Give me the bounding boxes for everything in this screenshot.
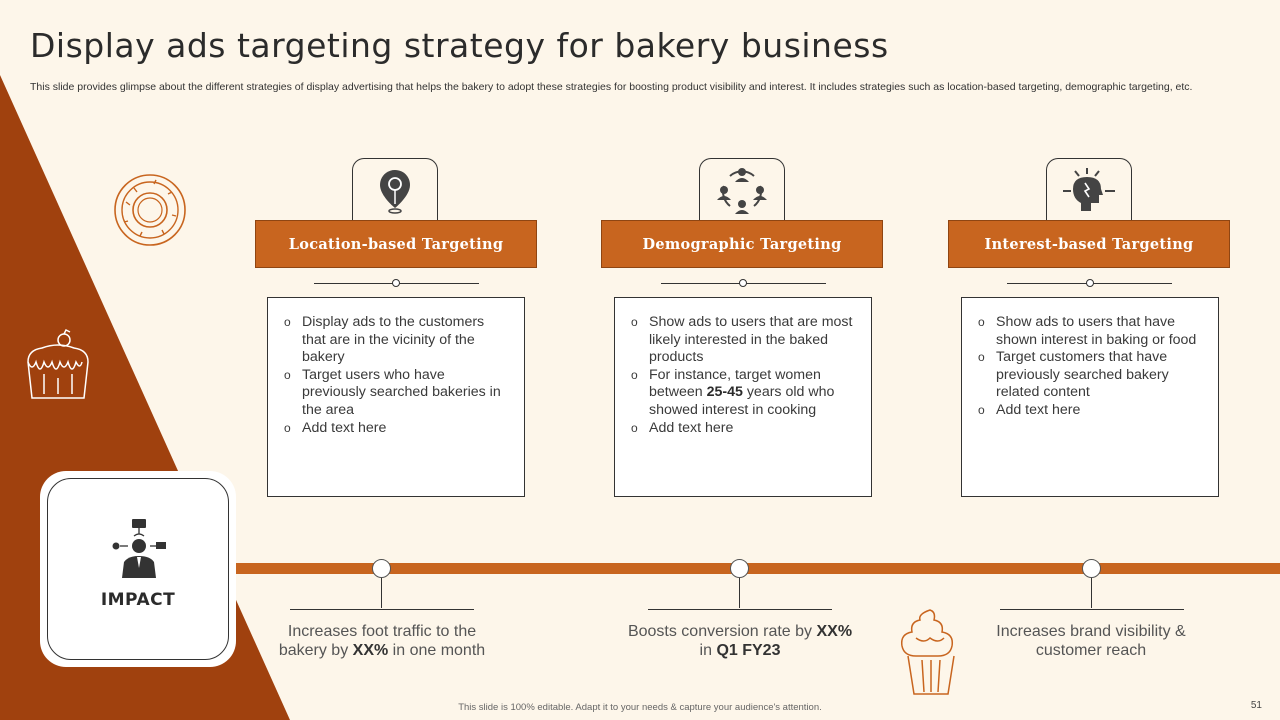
businessman-icon bbox=[112, 519, 166, 578]
strategy-title-demographic: Demographic Targeting bbox=[601, 220, 883, 268]
timeline-node bbox=[730, 559, 749, 578]
timeline-stem bbox=[1091, 578, 1092, 608]
strategy-box-demographic: Show ads to users that are most likely i… bbox=[614, 297, 872, 497]
strategy-box-location: Display ads to the customers that are in… bbox=[267, 297, 525, 497]
impact-metric: XX% bbox=[352, 642, 389, 659]
head-idea-icon bbox=[1063, 167, 1115, 211]
list-item: Add text here bbox=[976, 402, 1204, 420]
impact-text-conversion: Boosts conversion rate by XX% in Q1 FY23 bbox=[627, 623, 853, 659]
strategy-title-interest: Interest-based Targeting bbox=[948, 220, 1230, 268]
timeline-rule bbox=[1000, 609, 1184, 610]
timeline-node bbox=[372, 559, 391, 578]
strategy-box-interest: Show ads to users that have shown intere… bbox=[961, 297, 1219, 497]
page-subtitle: This slide provides glimpse about the di… bbox=[30, 81, 1193, 93]
card-icon-frame-location bbox=[352, 158, 438, 222]
card-icon-frame-interest bbox=[1046, 158, 1132, 222]
footer-note: This slide is 100% editable. Adapt it to… bbox=[458, 702, 822, 713]
impact-text-foot-traffic: Increases foot traffic to the bakery by … bbox=[278, 623, 486, 659]
list-item: Show ads to users that are most likely i… bbox=[629, 314, 857, 367]
connector-dot bbox=[1086, 279, 1094, 287]
impact-text-brand-visibility: Increases brand visibility & customer re… bbox=[996, 623, 1186, 659]
impact-metric: Q1 FY23 bbox=[716, 642, 781, 659]
impact-metric: XX% bbox=[816, 623, 853, 640]
list-item: Target users who have previously searche… bbox=[282, 367, 510, 420]
list-item: Display ads to the customers that are in… bbox=[282, 314, 510, 367]
donut-icon bbox=[114, 174, 186, 246]
connector-dot bbox=[739, 279, 747, 287]
emphasis-age-range: 25-45 bbox=[706, 384, 743, 401]
strategy-title-location: Location-based Targeting bbox=[255, 220, 537, 268]
timeline-stem bbox=[739, 578, 740, 608]
list-item: Add text here bbox=[629, 420, 857, 438]
page-title: Display ads targeting strategy for baker… bbox=[30, 26, 889, 65]
list-item: Show ads to users that have shown intere… bbox=[976, 314, 1204, 349]
list-item: For instance, target women between 25-45… bbox=[629, 367, 857, 420]
list-item: Add text here bbox=[282, 420, 510, 438]
impact-label: IMPACT bbox=[100, 590, 176, 610]
card-icon-frame-demographic bbox=[699, 158, 785, 222]
people-network-icon bbox=[717, 167, 767, 214]
timeline-rule bbox=[648, 609, 832, 610]
timeline-node bbox=[1082, 559, 1101, 578]
cupcake-icon bbox=[900, 609, 955, 695]
timeline-bar bbox=[234, 563, 1280, 574]
timeline-stem bbox=[381, 578, 382, 608]
connector-dot bbox=[392, 279, 400, 287]
page-number: 51 bbox=[1250, 700, 1262, 711]
list-item: Target customers that have previously se… bbox=[976, 349, 1204, 402]
cake-icon bbox=[27, 328, 89, 399]
timeline-rule bbox=[290, 609, 474, 610]
location-pin-icon bbox=[380, 169, 410, 214]
